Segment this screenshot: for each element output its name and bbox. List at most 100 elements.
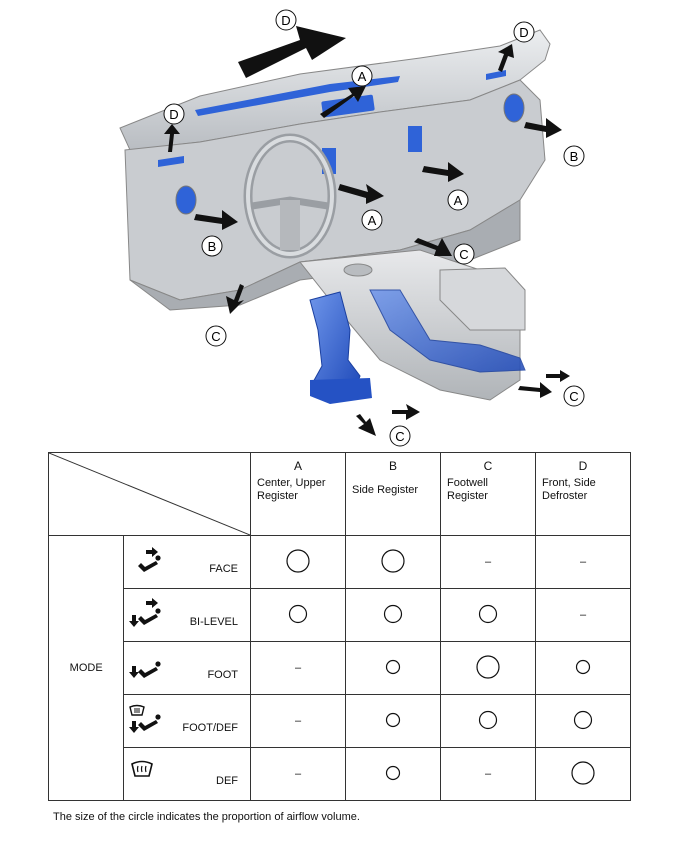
arrow-a-right [422, 162, 464, 182]
mode-cell: FOOT/DEF [123, 694, 251, 748]
mode-name: FOOT [207, 669, 238, 681]
mode-cell: FOOT [123, 641, 251, 695]
airflow-circle-icon [573, 710, 593, 729]
airflow-circle-icon [383, 604, 403, 623]
airflow-circle-icon [288, 604, 308, 623]
no-airflow-dash: – [440, 535, 536, 589]
callout-d-left: D [163, 103, 185, 125]
column-header-a: A Center, Upper Register [250, 452, 346, 536]
airflow-circle-icon [385, 659, 401, 674]
mode-name: FACE [209, 563, 238, 575]
no-airflow-dash: – [250, 694, 346, 748]
callout-c-left: C [205, 325, 227, 347]
svg-text:C: C [459, 247, 468, 262]
column-letter: C [483, 459, 493, 473]
arrow-c-bottom [356, 414, 376, 436]
airflow-mode-table: A Center, Upper Register B Side Register… [47, 452, 631, 801]
mode-name: FOOT/DEF [182, 722, 238, 734]
arrow-c-rear [518, 382, 552, 398]
arrow-c-console [414, 238, 452, 256]
arrow-c-bottom-small [392, 404, 420, 420]
airflow-circle-icon [478, 710, 498, 729]
arrow-d-top [238, 26, 346, 78]
mode-name: DEF [216, 775, 238, 787]
airflow-arrows [164, 26, 570, 436]
callout-b-left: B [201, 235, 223, 257]
svg-text:A: A [358, 69, 367, 84]
bi-level-mode-icon [129, 598, 161, 627]
airflow-small-circle [345, 641, 441, 695]
column-letter: A [293, 459, 302, 473]
airflow-medium-circle [440, 588, 536, 642]
mode-cell: BI-LEVEL [123, 588, 251, 642]
arrow-a-left [338, 184, 384, 204]
def-mode-icon [131, 760, 154, 777]
airflow-circle-icon [381, 548, 405, 573]
airflow-illustration: D D D A A A B B C C C C [119, 9, 585, 447]
table-row: BI-LEVEL – [49, 588, 631, 642]
mode-name: BI-LEVEL [189, 616, 238, 628]
table-row: FOOT/DEF– [49, 694, 631, 748]
airflow-circle-icon [385, 765, 401, 780]
callout-c-bottom: C [389, 425, 411, 447]
svg-text:C: C [395, 429, 404, 444]
foot-mode-icon [129, 661, 161, 678]
dashboard [119, 29, 551, 311]
column-letter: B [388, 459, 397, 473]
airflow-circle-icon [575, 659, 591, 674]
callout-c-rear: C [563, 385, 585, 407]
svg-text:C: C [211, 329, 220, 344]
arrow-a-upper [320, 86, 366, 118]
airflow-large-circle [250, 535, 346, 589]
column-letter: D [578, 459, 588, 473]
svg-text:D: D [169, 107, 178, 122]
table-header-row: A Center, Upper Register B Side Register… [48, 452, 631, 536]
column-header-b: B Side Register [345, 452, 441, 536]
face-mode-icon [138, 547, 161, 572]
svg-text:B: B [208, 239, 217, 254]
airflow-large-circle [345, 535, 441, 589]
table-row: DEF–– [49, 747, 631, 801]
mode-cell: DEF [123, 747, 251, 801]
arrow-c-left [226, 284, 244, 314]
airflow-circle-icon [476, 654, 500, 679]
airflow-medium-circle [535, 694, 631, 748]
airflow-small-circle [535, 641, 631, 695]
no-airflow-dash: – [250, 641, 346, 695]
corner-diagonal [49, 453, 250, 535]
no-airflow-dash: – [440, 747, 536, 801]
svg-text:C: C [569, 389, 578, 404]
callout-c-console: C [453, 243, 475, 265]
column-header-c: C Footwell Register [440, 452, 536, 536]
arrow-d-left [164, 124, 180, 152]
callout-d-right: D [513, 21, 535, 43]
arrow-c-rear-small [546, 370, 570, 382]
airflow-large-circle [535, 747, 631, 801]
airflow-circle-icon [385, 712, 401, 727]
footnote: The size of the circle indicates the pro… [53, 811, 360, 823]
callout-a-right: A [447, 189, 469, 211]
airflow-small-circle [345, 694, 441, 748]
airflow-medium-circle [250, 588, 346, 642]
callout-b-right: B [563, 145, 585, 167]
no-airflow-dash: – [535, 535, 631, 589]
no-airflow-dash: – [535, 588, 631, 642]
callout-a-left: A [361, 209, 383, 231]
column-name: Side Register [352, 484, 419, 496]
arrow-b-left [194, 210, 238, 230]
foot-def-mode-icon [129, 704, 161, 733]
airflow-circle-icon [478, 604, 498, 623]
svg-text:D: D [281, 13, 290, 28]
airflow-medium-circle [345, 588, 441, 642]
column-name: Front, Side Defroster [542, 477, 596, 502]
arrow-b-right [524, 118, 562, 138]
mode-group-label: MODE [47, 535, 125, 801]
airflow-medium-circle [440, 694, 536, 748]
column-header-d: D Front, Side Defroster [535, 452, 631, 536]
airflow-large-circle [440, 641, 536, 695]
arrow-d-right [498, 44, 514, 72]
mode-cell: FACE [123, 535, 251, 589]
airflow-small-circle [345, 747, 441, 801]
svg-text:A: A [454, 193, 463, 208]
